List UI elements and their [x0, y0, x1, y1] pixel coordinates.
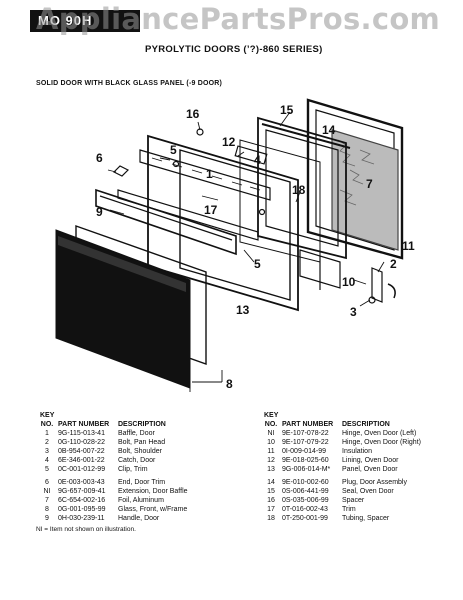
insulation-pad — [331, 129, 399, 251]
right-col-no: NO. — [264, 421, 278, 428]
callout-8: 8 — [226, 377, 233, 391]
header-tab-label: MO 90H — [38, 13, 93, 28]
door-back-frame — [306, 98, 404, 260]
callout-17: 17 — [204, 203, 218, 217]
door-baffle — [179, 149, 291, 301]
right-key-label: KEY — [264, 412, 279, 419]
page-title: PYROLYTIC DOORS (’?)-860 SERIES) — [145, 44, 323, 55]
left-key-label: KEY — [40, 412, 55, 419]
black-glass-panel — [55, 229, 191, 389]
header-tab: MO 90H — [30, 10, 140, 32]
left-col-desc: DESCRIPTION — [118, 421, 166, 428]
callout-10: 10 — [342, 275, 356, 289]
callout-2: 2 — [390, 257, 397, 271]
callout-1: 1 — [206, 167, 213, 181]
footnote: NI = Item not shown on illustration. — [36, 526, 136, 533]
callout-4: 4 — [254, 153, 261, 167]
callout-6: 6 — [96, 151, 103, 165]
callout-7: 7 — [366, 177, 373, 191]
callout-11: 11 — [402, 239, 415, 253]
hinge-right — [299, 249, 341, 289]
right-col-desc: DESCRIPTION — [342, 421, 390, 428]
callout-12: 12 — [222, 135, 236, 149]
callout-5b: 5 — [254, 257, 261, 271]
callout-16: 16 — [186, 107, 200, 121]
side-trim — [117, 189, 259, 241]
door-handle — [95, 188, 237, 256]
callout-3: 3 — [350, 305, 357, 319]
top-trim — [139, 149, 271, 201]
left-col-part: PART NUMBER — [58, 421, 110, 428]
left-col-no: NO. — [40, 421, 54, 428]
oven-door-panel — [147, 134, 299, 312]
callout-15: 15 — [280, 103, 294, 117]
diagram-subtitle: SOLID DOOR WITH BLACK GLASS PANEL (-9 DO… — [36, 80, 223, 87]
callout-13: 13 — [236, 303, 250, 317]
callout-18: 18 — [292, 183, 306, 197]
callout-5: 5 — [170, 143, 177, 157]
callout-9: 9 — [96, 205, 103, 219]
right-col-part: PART NUMBER — [282, 421, 334, 428]
callout-14: 14 — [322, 123, 336, 137]
watermark: AppliancePartsPros.com — [36, 2, 441, 36]
